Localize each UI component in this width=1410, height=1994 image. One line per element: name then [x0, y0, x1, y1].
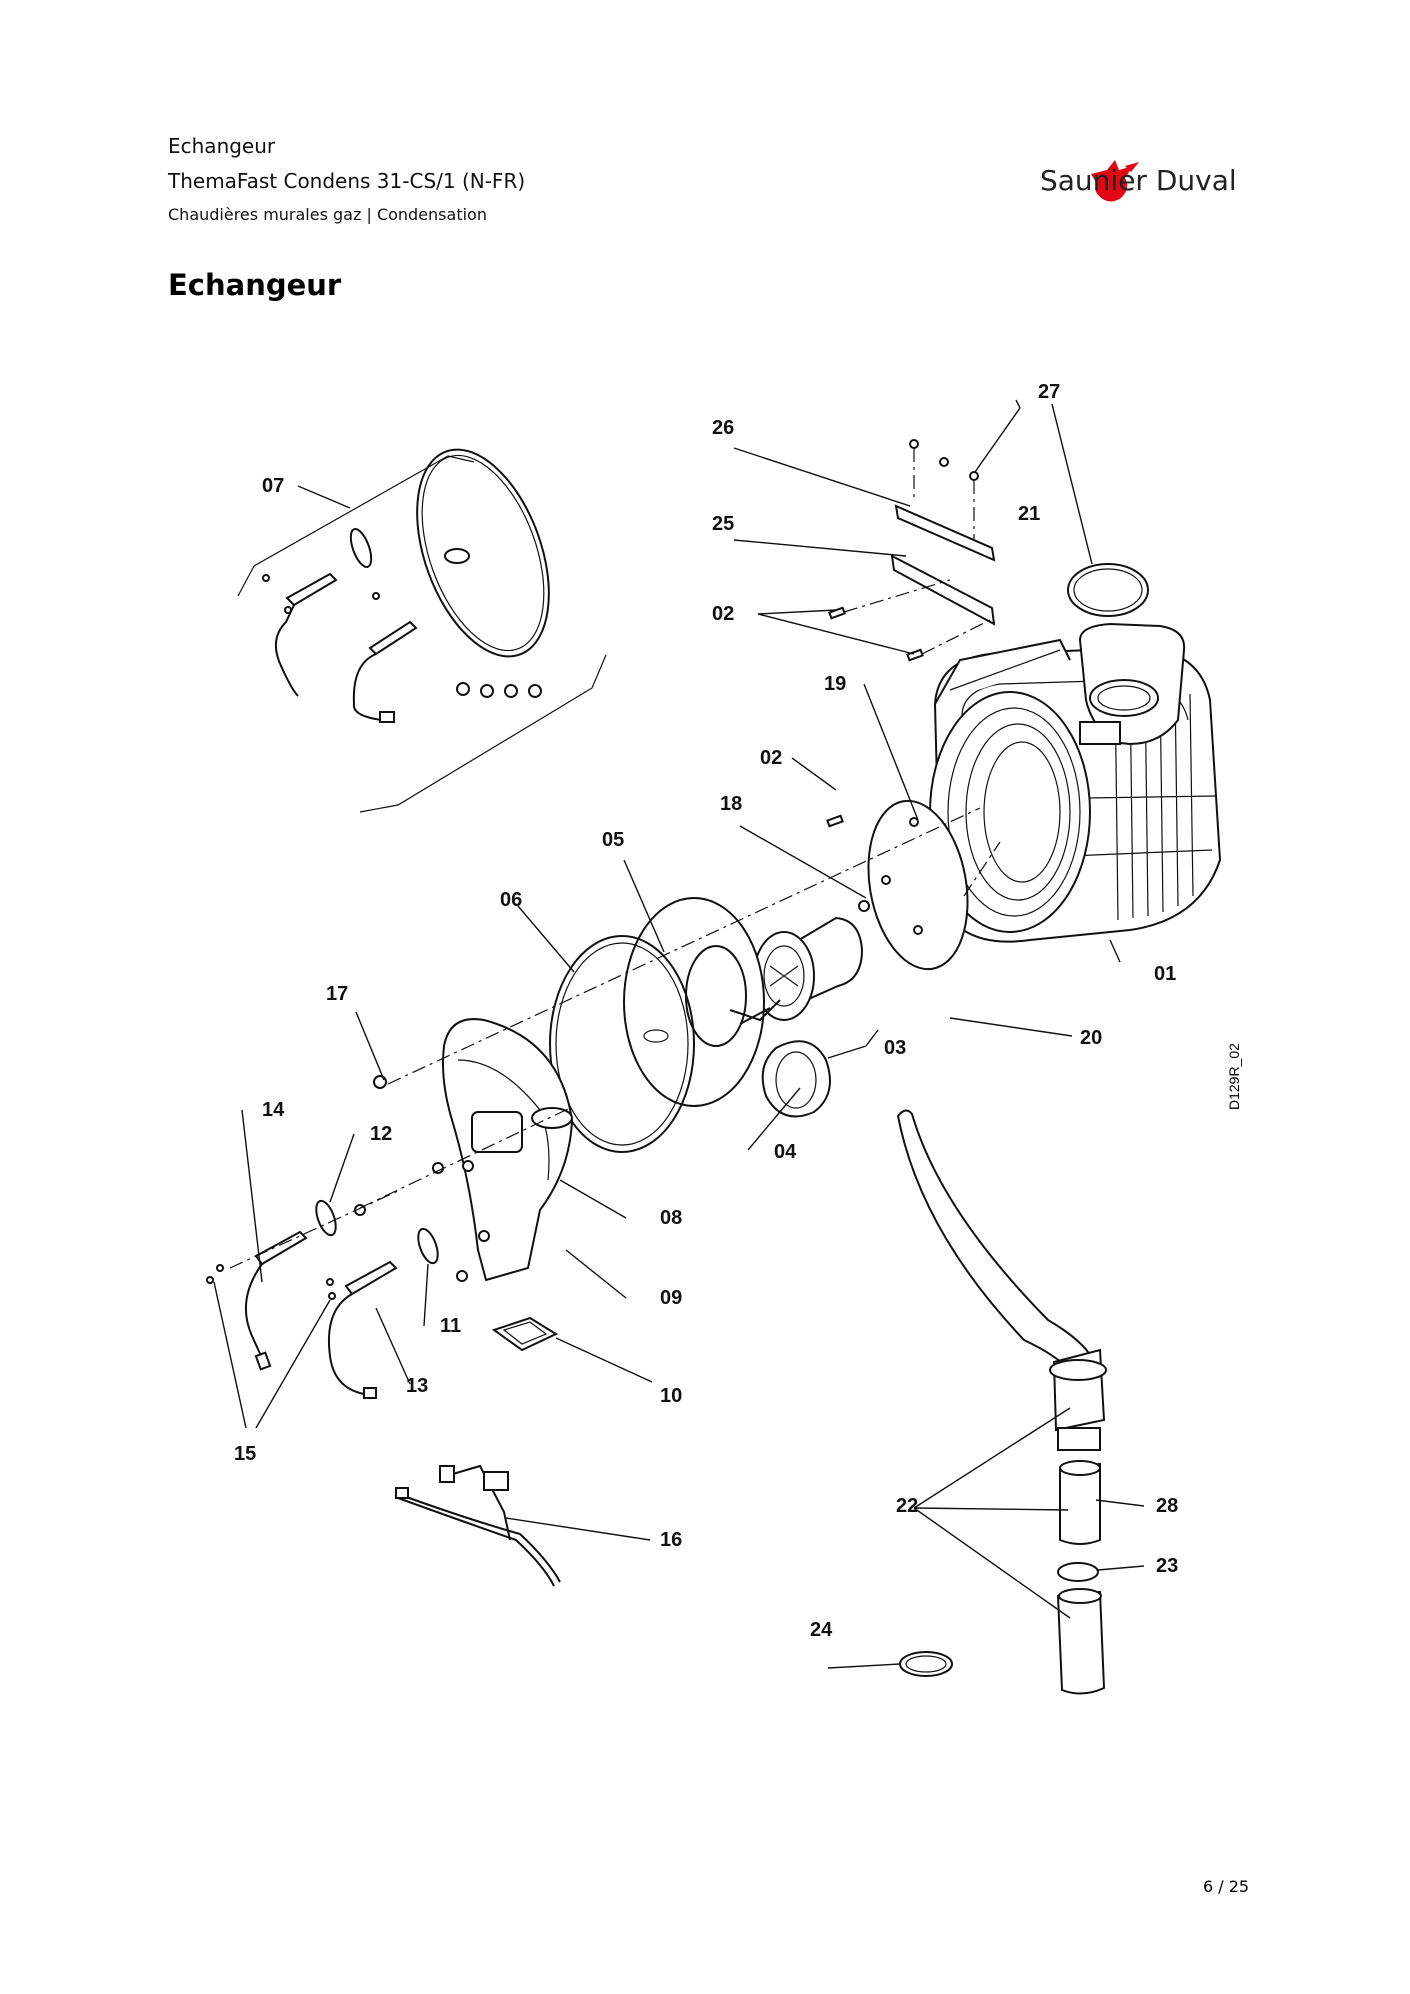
part-10-gasket	[491, 1316, 559, 1352]
callout-15: 15	[234, 1443, 256, 1465]
part-05-insulation-plate	[623, 897, 781, 1107]
callout-17: 17	[326, 983, 348, 1005]
part-21-seal-ring	[1067, 563, 1149, 617]
mounting-brackets	[826, 439, 996, 828]
callout-01: 01	[1154, 963, 1176, 985]
section-name: Echangeur	[168, 134, 276, 158]
callout-11: 11	[440, 1315, 461, 1337]
drawing-reference: D129R_02	[1226, 1043, 1242, 1110]
callout-28: 28	[1156, 1495, 1178, 1517]
callout-08: 08	[660, 1207, 682, 1229]
callout-27: 27	[1038, 381, 1060, 403]
page-title: Echangeur	[168, 268, 342, 302]
red-bird-logo-icon	[1091, 160, 1139, 202]
callout-23: 23	[1156, 1555, 1178, 1577]
callout-09: 09	[660, 1287, 682, 1309]
callout-03: 03	[884, 1037, 906, 1059]
part-11-gasket	[417, 1227, 439, 1265]
callout-26: 26	[712, 417, 734, 439]
callout-02-top: 02	[712, 603, 734, 625]
callout-22: 22	[896, 1495, 918, 1517]
callout-19: 19	[824, 673, 846, 695]
callout-leaders	[213, 399, 1145, 1669]
callout-24: 24	[810, 1619, 833, 1641]
callout-12: 12	[370, 1123, 392, 1145]
callout-21: 21	[1018, 503, 1040, 525]
callout-06: 06	[500, 889, 522, 911]
callout-05: 05	[602, 829, 624, 851]
callout-18: 18	[720, 793, 742, 815]
callout-16: 16	[660, 1529, 682, 1551]
product-category: Chaudières murales gaz | Condensation	[168, 205, 487, 224]
callout-02-mid: 02	[760, 747, 782, 769]
callout-20: 20	[1080, 1027, 1102, 1049]
part-03-burner	[753, 916, 864, 1021]
part-19-cover-plate	[867, 799, 969, 971]
brand-name: Saunier Duval	[1040, 164, 1237, 197]
callout-10: 10	[660, 1385, 682, 1407]
part-08-fan-housing	[442, 1018, 574, 1282]
part-16-wiring-harness	[395, 1464, 561, 1587]
callout-14: 14	[262, 1099, 285, 1121]
callout-07: 07	[262, 475, 284, 497]
inset-burner-kit	[237, 448, 607, 813]
callout-04: 04	[774, 1141, 797, 1163]
part-13-14-electrodes	[206, 1230, 398, 1399]
page-number: 6 / 25	[1203, 1877, 1250, 1896]
product-name: ThemaFast Condens 31-CS/1 (N-FR)	[168, 169, 526, 193]
part-06-o-ring	[549, 935, 695, 1153]
part-12-gasket	[315, 1199, 337, 1237]
part-22-condensate-trap	[896, 1109, 1107, 1695]
callout-25: 25	[712, 513, 734, 535]
part-04-gasket	[761, 1040, 831, 1118]
heat-exchanger-body	[929, 622, 1222, 943]
callout-13: 13	[406, 1375, 428, 1397]
